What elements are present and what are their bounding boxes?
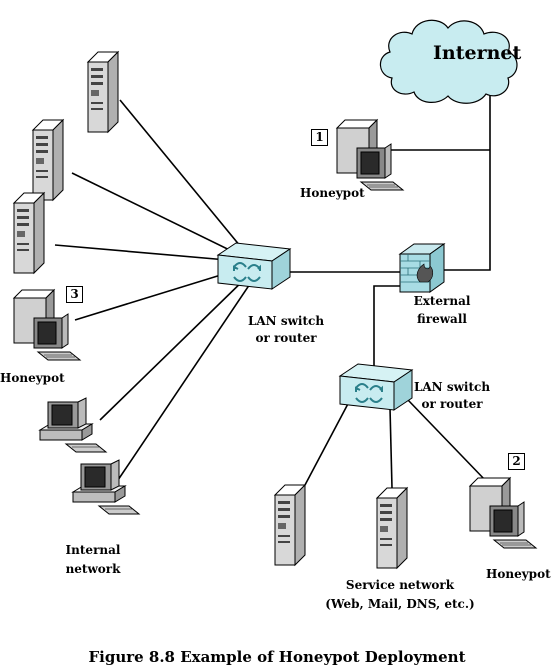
internal-server-3 <box>13 192 45 274</box>
internal-desktop-1 <box>39 397 107 453</box>
honeypot-1-label: Honeypot <box>300 186 365 200</box>
internet-cloud <box>379 19 518 104</box>
honeypot-2-number: 2 <box>508 453 525 470</box>
service-switch-label-line1: LAN switch <box>413 380 491 394</box>
connection-lines <box>54 95 491 489</box>
honeypot-1-computer <box>336 119 404 191</box>
internal-network-label-line2: network <box>65 562 121 576</box>
service-network-label-line1: Service network <box>345 578 455 592</box>
internal-server-2 <box>32 119 64 201</box>
internal-switch-label-line1: LAN switch <box>247 314 325 328</box>
firewall-label-line1: External <box>413 294 471 308</box>
honeypot-3-number: 3 <box>66 286 83 303</box>
honeypot-3-label: Honeypot <box>0 371 65 385</box>
external-firewall <box>398 243 446 293</box>
figure-caption: Figure 8.8 Example of Honeypot Deploymen… <box>88 648 466 666</box>
internal-switch-label-line2: or router <box>255 331 317 345</box>
service-switch-label-line2: or router <box>421 397 483 411</box>
internal-server-1 <box>87 51 119 133</box>
internal-lan-switch <box>217 242 291 290</box>
firewall-label-line2: firewall <box>417 312 467 326</box>
service-network-label-line2: (Web, Mail, DNS, etc.) <box>325 597 475 611</box>
service-lan-switch <box>339 363 413 411</box>
honeypot-2-computer <box>469 477 537 549</box>
honeypot-1-number: 1 <box>311 129 328 146</box>
honeypot-2-label: Honeypot <box>486 567 551 581</box>
internal-desktop-2 <box>72 459 140 515</box>
service-server-2 <box>376 487 408 569</box>
internet-label: Internet <box>433 42 522 64</box>
internal-network-label-line1: Internal <box>65 543 121 557</box>
service-server-1 <box>274 484 306 566</box>
